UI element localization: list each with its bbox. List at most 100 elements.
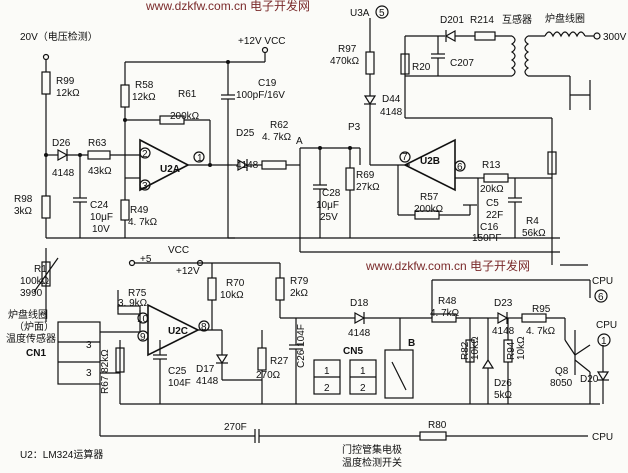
label-r57: R57 <box>420 192 439 203</box>
label-coil: 炉盘线圈 <box>545 12 585 25</box>
resistor-r80 <box>419 431 447 441</box>
value-q8: 8050 <box>550 378 573 389</box>
label-r69: R69 <box>356 170 375 181</box>
value-r98: 3kΩ <box>14 206 33 217</box>
label-r58: R58 <box>135 80 154 91</box>
pin-7: 7 <box>402 152 408 163</box>
watermark-middle: www.dzkfw.com.cn 电子开发网 <box>365 258 530 273</box>
wires-vcc-5v <box>117 259 285 320</box>
label-r62: R62 <box>270 120 289 131</box>
resistor-r27 <box>257 347 267 371</box>
label-u2b: U2B <box>420 156 440 167</box>
value-r82: 10kΩ <box>470 336 481 360</box>
resistor-r69 <box>345 167 355 191</box>
value-r95: 4. 7kΩ <box>526 326 556 337</box>
diode-d201 <box>444 29 456 43</box>
label-r75: R75 <box>128 288 147 299</box>
label-p3: P3 <box>348 122 361 133</box>
resistor-r63 <box>87 150 111 160</box>
value-c24-b: 10V <box>92 224 110 235</box>
label-sensor-2: （炉面） <box>14 321 54 333</box>
cn5-pin-2b: 2 <box>360 383 366 394</box>
label-r1: R1 <box>34 264 47 275</box>
value-d17: 4148 <box>196 376 219 387</box>
label-d23: D23 <box>494 298 513 309</box>
value-r1-a: 100kΩ <box>20 276 50 287</box>
label-r95: R95 <box>532 304 551 315</box>
pin-3: 3 <box>142 181 148 192</box>
pin-8: 8 <box>201 322 207 333</box>
label-u2c: U2C <box>168 326 188 337</box>
wires-cn5 <box>280 279 610 404</box>
transformer-secondary <box>524 35 530 77</box>
labels: 20V（电压检测） +12V VCC R99 12kΩ D26 4148 R63… <box>6 0 627 469</box>
label-c270: 270F <box>224 422 247 433</box>
resistor-r4 <box>547 151 557 175</box>
resistor-r20 <box>400 53 410 75</box>
label-node-a: A <box>296 136 303 147</box>
cn5-pin-2a: 2 <box>324 383 330 394</box>
label-d44: D44 <box>382 94 401 105</box>
label-cn1: CN1 <box>26 348 46 359</box>
label-c16: C16 <box>480 222 499 233</box>
label-cpu-1: CPU <box>596 320 617 331</box>
label-r63: R63 <box>88 138 107 149</box>
label-r13: R13 <box>482 160 501 171</box>
value-r75: 3. 9kΩ <box>118 298 148 309</box>
pin-10: 10 <box>137 314 149 325</box>
value-r69: 27kΩ <box>356 182 380 193</box>
label-r98: R98 <box>14 194 33 205</box>
label-12v-vcc: +12V VCC <box>238 36 286 47</box>
label-r94: R94 <box>506 341 517 360</box>
resistor-r79 <box>275 277 285 301</box>
label-switch-1: 门控管集电极 <box>342 443 402 456</box>
value-r4: 56kΩ <box>522 228 546 239</box>
value-dz6: 5kΩ <box>494 390 513 401</box>
label-c207: C207 <box>450 58 474 69</box>
label-d17: D17 <box>196 364 215 375</box>
label-300v: 300V <box>603 32 627 43</box>
resistor-r98 <box>41 195 51 219</box>
resistor-r75 <box>117 305 141 315</box>
value-c24-a: 10μF <box>90 212 113 223</box>
label-c19: C19 <box>258 78 277 89</box>
label-r80: R80 <box>428 420 447 431</box>
label-cpu-6: CPU <box>592 276 613 287</box>
value-r62: 4. 7kΩ <box>262 132 292 143</box>
label-c25: C25 <box>168 366 187 377</box>
cn5-pin-1a: 1 <box>324 366 330 377</box>
opamp-u2c <box>137 303 267 404</box>
label-u2a: U2A <box>160 164 180 175</box>
value-r61: 200kΩ <box>170 111 200 122</box>
label-c24: C24 <box>90 200 109 211</box>
label-u3a-num: 5 <box>379 8 385 19</box>
value-r99: 12kΩ <box>56 88 80 99</box>
resistor-r82 <box>465 339 475 363</box>
label-c5: C5 <box>486 198 499 209</box>
label-u3a: U3A <box>350 8 370 19</box>
label-transformer: 互感器 <box>502 13 532 26</box>
resistor-r62 <box>261 160 287 170</box>
value-c16: 150PF <box>472 233 501 244</box>
label-r67: R67 82kΩ <box>100 349 111 394</box>
connector-cn1 <box>57 321 101 385</box>
diode-d17 <box>215 354 229 365</box>
label-d26: D26 <box>52 138 71 149</box>
wires-bottom <box>99 264 588 443</box>
label-r99: R99 <box>56 76 75 87</box>
label-r70: R70 <box>226 278 245 289</box>
label-r61: R61 <box>178 89 197 100</box>
diode-d25 <box>237 158 249 172</box>
label-dz6: Dz6 <box>494 378 512 389</box>
label-12v: +12V <box>176 266 200 277</box>
value-r1-b: 3990 <box>20 288 43 299</box>
pin-6: 6 <box>457 162 463 173</box>
resistor-r95 <box>521 313 547 323</box>
label-c28: C28 <box>322 188 341 199</box>
value-r49: 4. 7kΩ <box>128 217 158 228</box>
wires-sensor <box>33 248 600 405</box>
pin-2: 2 <box>142 149 148 160</box>
pin-9: 9 <box>140 332 146 343</box>
diode-d26 <box>57 148 69 162</box>
label-vcc: VCC <box>168 245 189 256</box>
